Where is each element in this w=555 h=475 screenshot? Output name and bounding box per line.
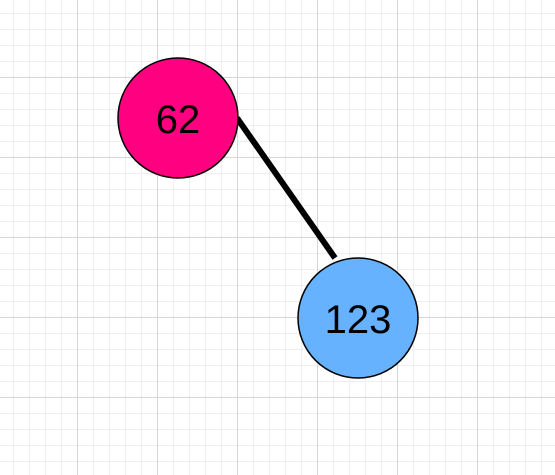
node-123[interactable]: 123 bbox=[297, 257, 419, 379]
node-62-label: 62 bbox=[156, 98, 201, 142]
edge-62-123[interactable] bbox=[234, 116, 338, 260]
node-123-circle[interactable] bbox=[297, 257, 419, 379]
node-62[interactable]: 62 bbox=[117, 57, 239, 179]
node-62-circle[interactable] bbox=[117, 57, 239, 179]
node-123-label: 123 bbox=[325, 298, 392, 342]
